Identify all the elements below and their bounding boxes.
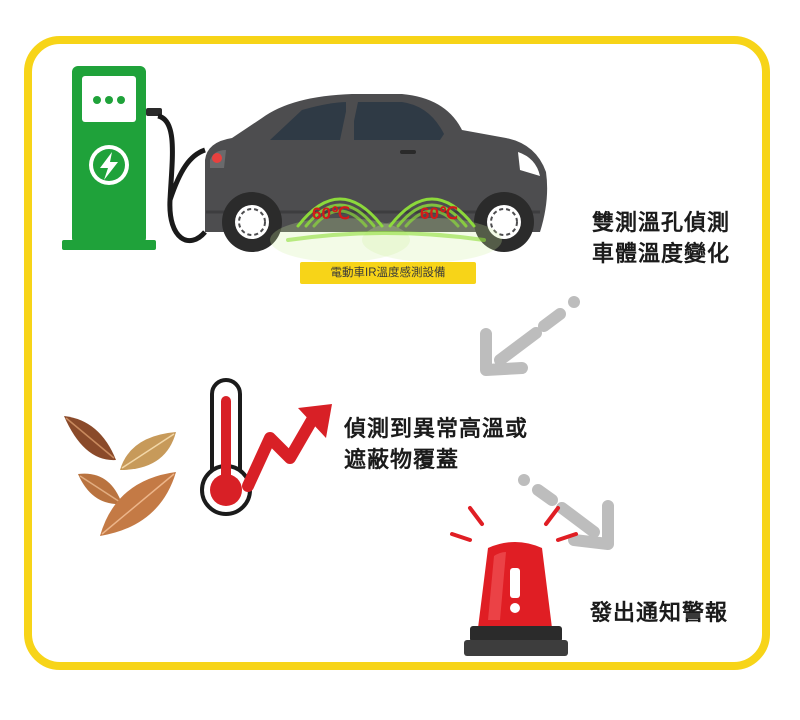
- alarm-light-icon: [450, 506, 578, 656]
- step3-line1: 發出通知警報: [590, 601, 729, 626]
- rising-arrow-icon: [242, 404, 332, 492]
- leaves-icon: [64, 416, 176, 536]
- step1-line1: 雙測溫孔偵測: [592, 211, 731, 236]
- device-label: 電動車IR溫度感測設備: [300, 262, 476, 284]
- content-frame: [24, 36, 770, 670]
- step1-caption: 雙測溫孔偵測 車體溫度變化: [592, 208, 730, 270]
- step1-line2: 車體溫度變化: [592, 242, 731, 267]
- left-wheel-temperature: 60℃: [312, 204, 351, 223]
- flow-arrow-1: [480, 296, 580, 376]
- right-wheel-temperature: 60℃: [420, 204, 459, 223]
- heat-wave-icon: [270, 197, 502, 262]
- step3-caption: 發出通知警報: [590, 598, 728, 629]
- step2-line1: 偵測到異常高溫或: [344, 417, 529, 442]
- thermometer-icon: [200, 378, 252, 516]
- electric-car-icon: [205, 94, 548, 252]
- step2-caption: 偵測到異常高溫或 遮蔽物覆蓋: [344, 414, 528, 476]
- flow-arrow-2: [518, 474, 614, 550]
- charging-station-icon: [62, 66, 207, 250]
- step2-line2: 遮蔽物覆蓋: [344, 448, 460, 473]
